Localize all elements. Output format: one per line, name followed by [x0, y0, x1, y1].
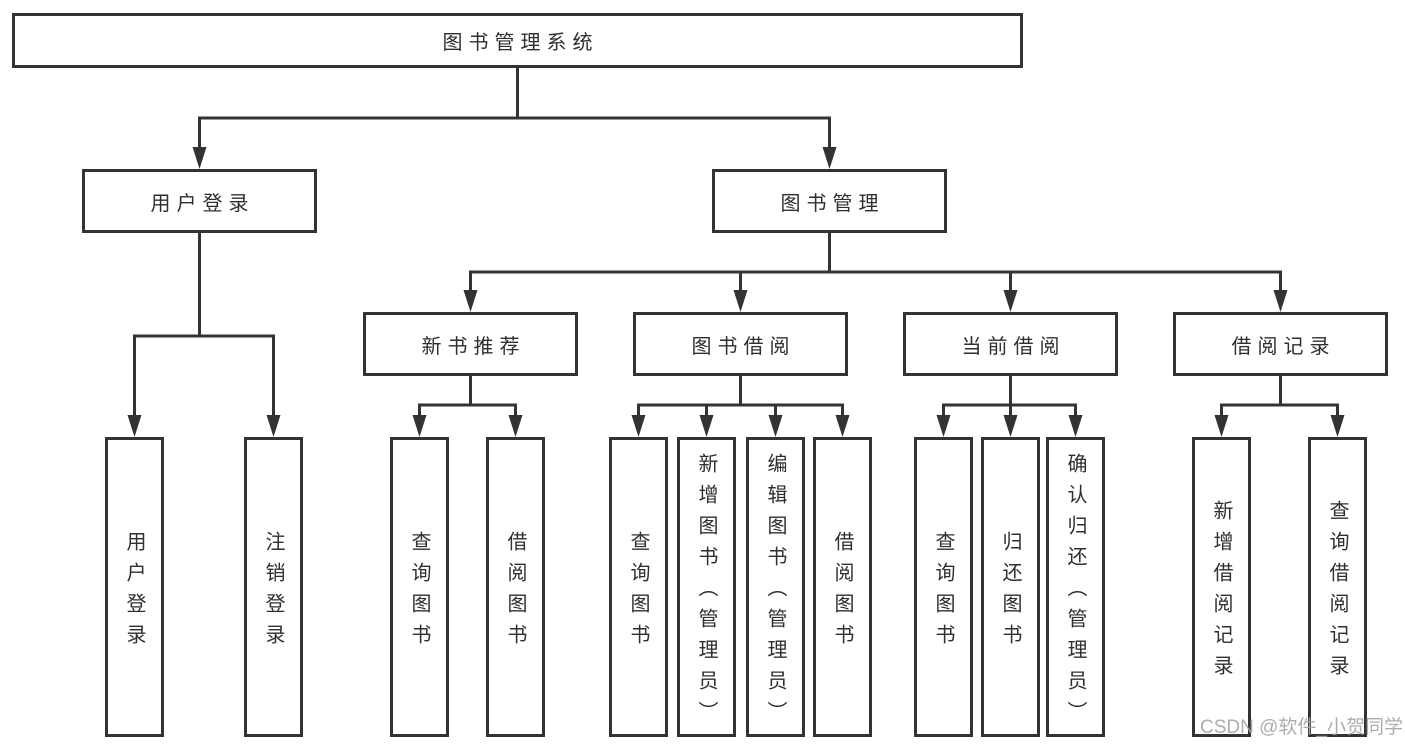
node-borrow-records: 借阅记录: [1173, 312, 1388, 376]
leaf-query-books-borrow: 查询图书: [609, 437, 668, 737]
leaf-borrow-books-recommend: 借阅图书: [486, 437, 545, 737]
leaf-add-borrow-record: 新增借阅记录: [1192, 437, 1251, 737]
leaf-query-borrow-record: 查询借阅记录: [1308, 437, 1367, 737]
node-book-borrow: 图书借阅: [633, 312, 848, 376]
node-root: 图书管理系统: [12, 13, 1023, 68]
leaf-user-login: 用户登录: [105, 437, 164, 737]
node-current-borrow: 当前借阅: [903, 312, 1118, 376]
leaf-query-books-recommend: 查询图书: [390, 437, 449, 737]
leaf-logout: 注销登录: [244, 437, 303, 737]
node-user-login: 用户登录: [82, 169, 317, 233]
csdn-watermark: CSDN @软件_小贺同学: [1200, 717, 1403, 738]
leaf-query-books-current: 查询图书: [914, 437, 973, 737]
leaf-confirm-return-admin: 确认归还（管理员）: [1046, 437, 1105, 737]
leaf-borrow-books: 借阅图书: [813, 437, 872, 737]
leaf-add-books-admin: 新增图书（管理员）: [677, 437, 736, 737]
leaf-edit-books-admin: 编辑图书（管理员）: [746, 437, 805, 737]
node-new-book-recommend: 新书推荐: [363, 312, 578, 376]
node-book-management: 图书管理: [712, 169, 947, 233]
leaf-return-books: 归还图书: [981, 437, 1040, 737]
